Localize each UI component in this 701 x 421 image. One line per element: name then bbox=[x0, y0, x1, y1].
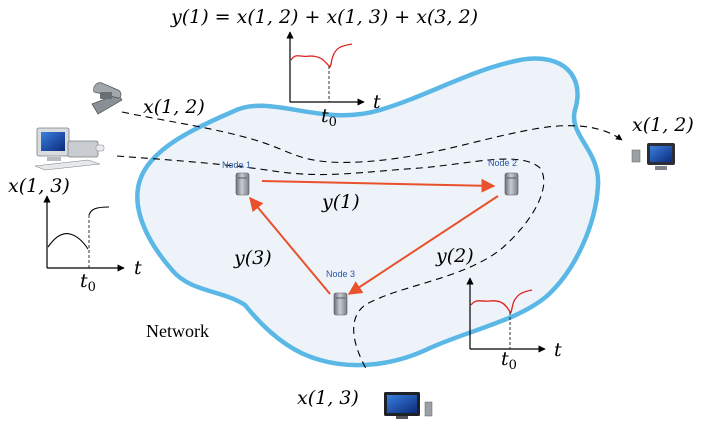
link-node1-node2 bbox=[261, 178, 496, 193]
flow-path-x13 bbox=[116, 155, 545, 373]
node-label-2: Node 2 bbox=[488, 158, 517, 168]
inset-plot-left: t t0 bbox=[43, 195, 142, 295]
axis-time-label: t bbox=[134, 257, 142, 279]
flow-label-x13-in: x(1, 3) bbox=[8, 175, 70, 197]
equation-title: y(1) = x(1, 2) + x(1, 3) + x(3, 2) bbox=[170, 6, 478, 28]
link-node3-node1 bbox=[249, 196, 331, 295]
monitor-icon bbox=[631, 143, 675, 170]
network-region bbox=[135, 56, 601, 368]
link-label-y1: y(1) bbox=[321, 191, 360, 213]
flow-label-x12-in: x(1, 2) bbox=[143, 96, 205, 118]
flow-label-x13-out: x(1, 3) bbox=[297, 387, 359, 409]
server-icon bbox=[235, 172, 250, 196]
server-icon bbox=[504, 172, 519, 196]
network-label: Network bbox=[146, 321, 209, 341]
link-node2-node3 bbox=[347, 195, 499, 295]
tv-monitor-icon bbox=[384, 392, 433, 419]
node-label-1: Node 1 bbox=[222, 160, 251, 170]
flow-label-x12-out: x(1, 2) bbox=[632, 114, 694, 136]
node-label-3: Node 3 bbox=[326, 269, 355, 279]
axis-t0-label: t0 bbox=[80, 270, 96, 295]
desktop-computer-icon bbox=[34, 127, 105, 171]
axis-t0-label: t0 bbox=[501, 348, 517, 373]
flow-path-x12 bbox=[121, 111, 623, 163]
telephone-icon bbox=[91, 82, 123, 115]
axis-t0-label: t0 bbox=[321, 105, 337, 130]
axis-time-label: t bbox=[554, 339, 562, 361]
server-icon bbox=[333, 292, 348, 316]
link-label-y3: y(3) bbox=[233, 247, 272, 269]
axis-time-label: t bbox=[373, 91, 381, 113]
link-label-y2: y(2) bbox=[435, 245, 474, 267]
